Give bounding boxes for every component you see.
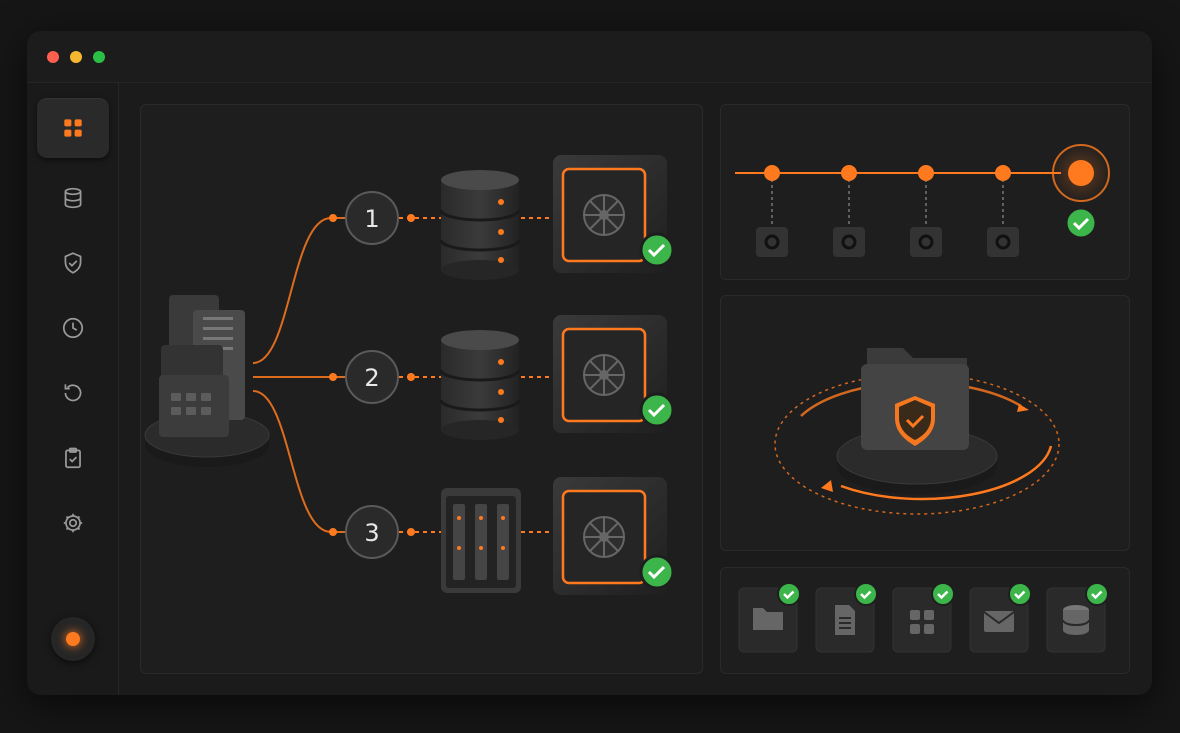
minimize-dot[interactable] <box>70 51 82 63</box>
route-1-number: 1 <box>364 205 379 233</box>
snapshot-icon[interactable] <box>756 227 788 257</box>
sidebar-item-reports[interactable] <box>37 428 109 488</box>
pipeline-diagram: 1 2 3 <box>144 155 675 595</box>
backup-pipeline-panel: 1 2 3 <box>140 104 703 674</box>
protection-panel <box>720 295 1130 551</box>
status-dot <box>66 632 80 646</box>
vault-icon <box>553 155 667 273</box>
clipboard-check-icon <box>65 447 81 469</box>
check-badge-icon <box>1064 206 1098 240</box>
grid-icon <box>64 119 82 137</box>
route-1-marker[interactable]: 1 <box>345 191 399 245</box>
backup-timeline <box>735 143 1111 257</box>
timeline-current-point[interactable] <box>1051 143 1111 203</box>
check-badge-icon <box>639 554 675 590</box>
timeline-point[interactable] <box>841 165 857 181</box>
maximize-dot[interactable] <box>93 51 105 63</box>
route-3-marker[interactable]: 3 <box>345 505 399 559</box>
check-badge-icon <box>639 232 675 268</box>
shield-check-icon <box>64 252 82 274</box>
database-icon <box>64 187 82 209</box>
database-icon[interactable] <box>1046 582 1109 653</box>
sidebar-item-restore[interactable] <box>37 363 109 423</box>
sidebar-item-schedule[interactable] <box>37 298 109 358</box>
snapshot-icon[interactable] <box>833 227 865 257</box>
snapshot-icon[interactable] <box>910 227 942 257</box>
sidebar-item-dashboard[interactable] <box>37 98 109 158</box>
timeline-point[interactable] <box>918 165 934 181</box>
sidebar-item-settings[interactable] <box>37 493 109 553</box>
route-2-number: 2 <box>364 364 379 392</box>
source-files-icon <box>144 295 270 467</box>
apps-icon[interactable] <box>892 582 955 653</box>
restore-icon <box>64 384 82 402</box>
sidebar <box>27 83 119 695</box>
folder-icon[interactable] <box>738 582 801 653</box>
sidebar-item-security[interactable] <box>37 233 109 293</box>
gear-icon <box>63 513 83 533</box>
database-stack-icon <box>439 330 521 440</box>
title-bar <box>27 31 1152 83</box>
document-icon[interactable] <box>815 582 878 653</box>
connection-lines <box>252 217 361 533</box>
mail-icon[interactable] <box>969 582 1032 653</box>
status-indicator[interactable] <box>51 617 95 661</box>
timeline-point[interactable] <box>995 165 1011 181</box>
timeline-panel <box>720 104 1130 280</box>
check-badge-icon <box>639 392 675 428</box>
shielded-folder-icon <box>774 348 1060 515</box>
server-rack-icon <box>441 488 521 593</box>
database-stack-icon <box>439 170 521 280</box>
file-types-panel <box>720 567 1130 674</box>
file-types-row <box>738 582 1109 653</box>
vault-icon <box>553 477 667 595</box>
close-dot[interactable] <box>47 51 59 63</box>
app-window: 1 2 3 <box>27 31 1152 695</box>
snapshot-icon[interactable] <box>987 227 1019 257</box>
sidebar-item-storage[interactable] <box>37 168 109 228</box>
route-3-number: 3 <box>364 519 379 547</box>
vault-icon <box>553 315 667 433</box>
clock-icon <box>62 317 84 339</box>
timeline-point[interactable] <box>764 165 780 181</box>
route-2-marker[interactable]: 2 <box>345 350 399 404</box>
